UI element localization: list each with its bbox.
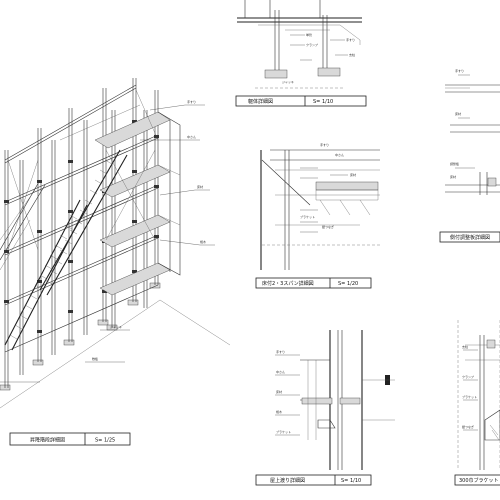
svg-text:手すり: 手すり	[187, 99, 196, 104]
svg-text:中さん: 中さん	[335, 152, 344, 157]
drawing-title: 側付調整板詳細図	[450, 234, 490, 241]
drawing-scale: S= 1/10	[341, 478, 361, 484]
svg-text:中さん: 中さん	[187, 134, 196, 139]
svg-text:幅木: 幅木	[200, 239, 206, 244]
svg-text:支柱: 支柱	[462, 344, 468, 349]
stair-flights	[0, 149, 128, 351]
svg-text:床材: 床材	[350, 172, 356, 177]
drawing-title: 躯体詳細図	[248, 98, 273, 105]
drawing-title: 300巾ブラケット	[459, 477, 499, 484]
drawing-title: 床付2・3スパン詳細図	[262, 280, 314, 287]
svg-text:ブラケット: ブラケット	[300, 214, 315, 219]
drawing-title: 屋上渡り詳細図	[270, 477, 305, 484]
svg-text:中さん: 中さん	[276, 369, 285, 374]
scaffold-isometric-drawing: 手すり 中さん 床材 幅木 ジャッキ 敷板	[0, 78, 231, 409]
svg-text:ジャッキ: ジャッキ	[282, 80, 294, 84]
svg-text:床材: 床材	[197, 184, 203, 189]
svg-text:ジャッキ: ジャッキ	[110, 325, 122, 329]
svg-text:床材: 床材	[276, 389, 282, 394]
svg-text:手すり: 手すり	[276, 349, 285, 354]
working-platforms	[94, 111, 181, 296]
detail-lower-center: 手すり 中さん 床材 幅木 ブラケット 屋上渡り詳細図 S= 1/10	[255, 330, 395, 486]
drawing-scale: S= 1/25	[95, 438, 115, 444]
svg-text:ブラケット: ブラケット	[276, 429, 291, 434]
cross-braces	[7, 89, 159, 251]
svg-text:床材: 床材	[450, 174, 456, 179]
svg-text:床材: 床材	[455, 111, 461, 116]
ledgers	[4, 84, 159, 353]
title-block-main: 昇降階段詳細図 S= 1/25	[9, 432, 131, 446]
drawing-scale: S= 1/10	[313, 99, 333, 105]
svg-text:手すり: 手すり	[455, 68, 464, 73]
svg-text:手すり: 手すり	[320, 142, 329, 147]
detail-middle-center: 手すり 中さん 床材 ブラケット 壁つなぎ 床付2・3スパン詳細図 S= 1/2…	[255, 142, 380, 289]
drawing-title: 昇降階段詳細図	[30, 437, 65, 444]
svg-text:壁つなぎ: 壁つなぎ	[462, 424, 474, 429]
detail-lower-right: 支柱 クランプ ブラケット 壁つなぎ 300巾ブラケット	[454, 320, 500, 486]
svg-text:幅木: 幅木	[276, 409, 282, 414]
drawing-scale: S= 1/20	[338, 281, 358, 287]
svg-text:クランプ: クランプ	[306, 42, 318, 47]
svg-text:壁つなぎ: 壁つなぎ	[322, 224, 334, 229]
svg-text:クランプ: クランプ	[462, 374, 474, 379]
detail-middle-right: 調整板 床材 側付調整板詳細図	[439, 161, 500, 243]
svg-text:単管: 単管	[306, 32, 312, 37]
svg-text:手すり: 手すり	[346, 37, 355, 42]
svg-text:調整板: 調整板	[450, 161, 459, 166]
svg-text:ブラケット: ブラケット	[462, 394, 477, 399]
svg-text:支柱: 支柱	[349, 52, 355, 57]
detail-upper-right: 手すり 床材	[445, 68, 500, 133]
svg-text:敷板: 敷板	[92, 356, 98, 361]
detail-upper-center: 単管 クランプ 手すり 支柱 ジャッキ 躯体詳細図 S= 1/10	[235, 0, 367, 107]
leader-annotations: 手すり 中さん 床材 幅木 ジャッキ 敷板	[0, 99, 215, 383]
